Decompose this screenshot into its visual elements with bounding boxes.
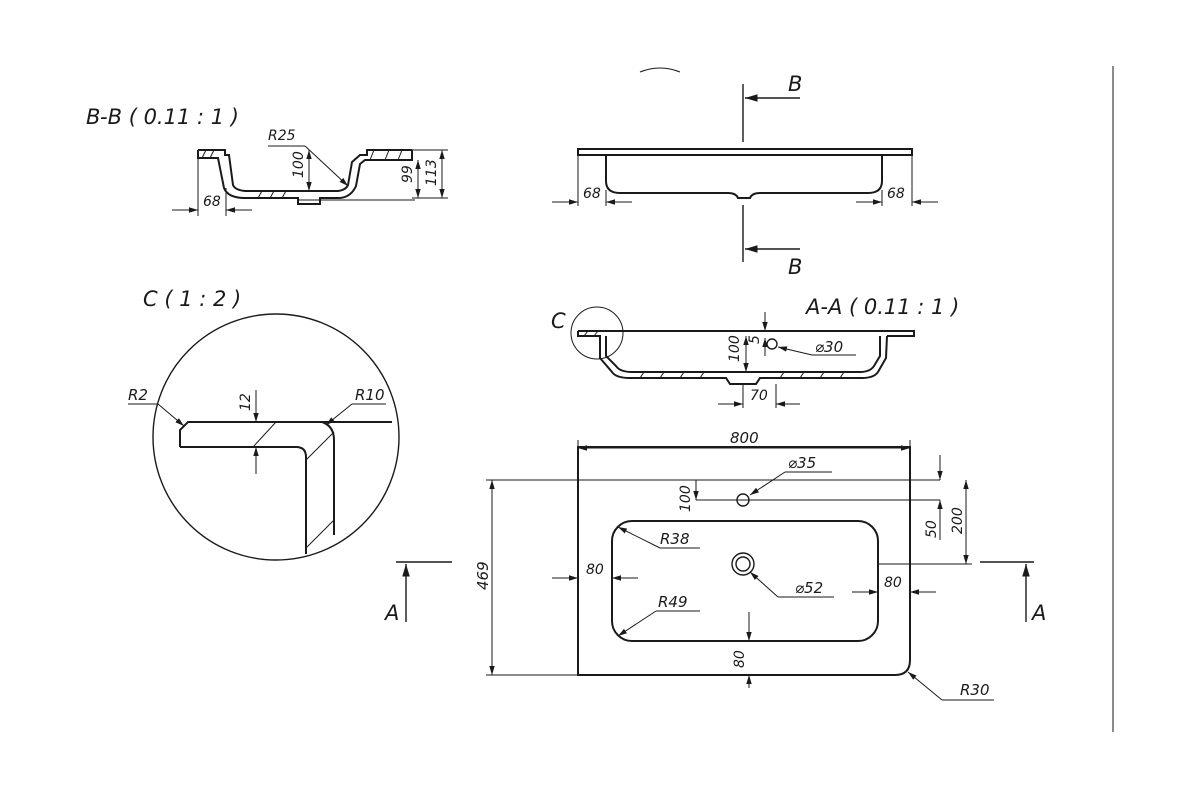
plan-drain-leader (749, 571, 779, 598)
section-aa-hatch (583, 330, 845, 379)
detail-c-hatch (252, 421, 335, 549)
front-view-rim (577, 148, 913, 156)
section-bb: B-B ( 0.11 : 1 ) 100 R25 99 113 (86, 105, 448, 216)
front-view-cut-label-top: B (788, 72, 802, 96)
section-bb-hatch (201, 149, 403, 199)
section-bb-radius-label: R25 (268, 128, 296, 144)
front-view-cut-label-bottom: B (788, 255, 802, 279)
plan-view-drain-outer (731, 552, 755, 576)
section-aa-overflow-leader (777, 346, 813, 356)
front-view: B 68 68 B (552, 67, 938, 279)
front-view-body (605, 155, 883, 199)
section-aa-overflow-hole (766, 338, 778, 350)
plan-dim-200-label: 200 (950, 507, 966, 534)
plan-dim-80l-label: 80 (586, 562, 604, 578)
section-bb-title: B-B ( 0.11 : 1 ) (86, 105, 239, 129)
plan-tap-leader (749, 471, 786, 496)
plan-view-basin (611, 520, 879, 642)
plan-dim-width-label: 800 (730, 429, 759, 447)
plan-r38-leader (617, 526, 661, 549)
plan-view: 800 469 100 ⌀35 50 200 R38 R49 ⌀52 (383, 429, 1046, 701)
detail-c-inner-edge (180, 446, 307, 554)
plan-cut-a-left-label: A (383, 601, 399, 625)
plan-r30-label: R30 (960, 681, 990, 699)
section-aa-detail-circle (570, 306, 624, 360)
front-view-mark (639, 67, 681, 73)
plan-cut-a-right-label: A (1030, 601, 1046, 625)
detail-c-thk-label: 12 (238, 393, 254, 411)
detail-c-r10-label: R10 (355, 386, 385, 404)
detail-c-r2-leader (157, 403, 185, 427)
detail-c-title: C ( 1 : 2 ) (143, 287, 241, 311)
section-bb-rim-label: 68 (203, 194, 221, 210)
section-aa-detail-marker: C (551, 309, 566, 333)
plan-r49-label: R49 (658, 593, 688, 611)
plan-dim-50-label: 50 (924, 520, 940, 538)
plan-dim-tap-offset-label: 100 (678, 485, 694, 512)
section-aa-offset-label: 5 (747, 335, 763, 344)
plan-tap-label: ⌀35 (788, 454, 816, 472)
plan-view-drain-inner (735, 556, 751, 572)
detail-c-r10-leader (325, 403, 353, 426)
section-aa-depth-label: 100 (727, 335, 743, 362)
section-bb-top-profile (198, 149, 412, 192)
section-bb-radius-leader (304, 145, 349, 187)
section-bb-depth-label: 100 (291, 151, 307, 178)
front-view-dim-right: 68 (887, 186, 905, 202)
section-bb-h99-label: 99 (400, 165, 416, 183)
plan-r38-label: R38 (660, 530, 690, 548)
plan-r49-leader (617, 610, 657, 637)
plan-dim-length-label: 469 (474, 561, 492, 590)
section-aa-overflow-label: ⌀30 (815, 338, 843, 356)
plan-dim-80b-label: 80 (732, 650, 748, 668)
plan-drain-label: ⌀52 (795, 579, 823, 597)
plan-r30-leader (907, 671, 943, 701)
detail-c: C ( 1 : 2 ) 12 R2 R10 (128, 287, 400, 561)
detail-c-top-edge (179, 421, 392, 447)
section-aa-title: A-A ( 0.11 : 1 ) (804, 295, 959, 319)
section-aa-body-outer (577, 331, 888, 385)
plan-view-outline (577, 446, 911, 676)
plan-dim-80r-label: 80 (884, 575, 902, 591)
detail-c-r2-label: R2 (128, 386, 148, 404)
front-view-dim-left: 68 (583, 186, 601, 202)
section-aa-drain-label: 70 (750, 388, 768, 404)
section-aa-rim (578, 330, 915, 337)
section-bb-h113-label: 113 (424, 159, 440, 186)
detail-c-circle (152, 313, 400, 561)
detail-c-outer-edge (321, 421, 335, 535)
section-aa: A-A ( 0.11 : 1 ) C 100 5 ⌀30 7 (551, 295, 959, 408)
